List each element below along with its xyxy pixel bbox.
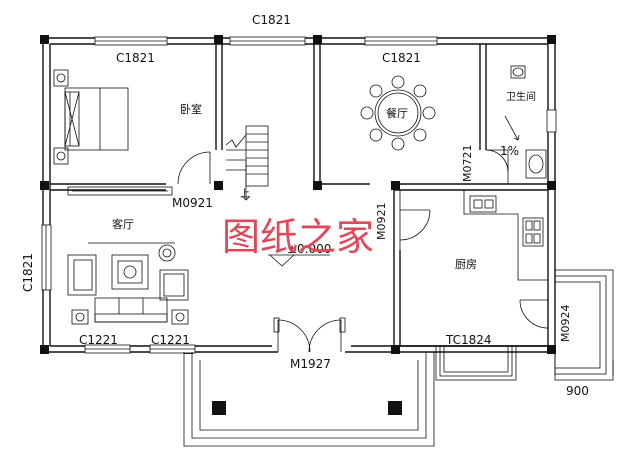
label-living: 客厅	[112, 217, 134, 231]
label-door-side: M0924	[559, 305, 572, 343]
interior-walls	[50, 44, 548, 347]
label-door-kitchen: M0921	[375, 203, 388, 241]
staircase	[225, 125, 269, 201]
label-slope: 1%	[500, 144, 519, 158]
columns	[40, 35, 556, 415]
label-main-door: M1927	[290, 357, 331, 371]
label-kitchen: 厨房	[455, 258, 477, 271]
front-porch	[183, 352, 435, 447]
living-furniture	[67, 186, 189, 325]
label-bedroom: 卧室	[180, 102, 202, 116]
bay-window	[435, 345, 517, 381]
kitchen-counter	[463, 190, 548, 281]
label-door-bath: M0721	[461, 145, 474, 183]
label-top-window: C1821	[252, 13, 291, 27]
label-stair-up: 上	[240, 188, 250, 200]
bed-furniture	[53, 69, 129, 165]
label-dim-900: 900	[566, 384, 589, 398]
level-marker	[268, 254, 330, 267]
watermark-text: 图纸之家	[222, 215, 374, 259]
label-left-window: C1821	[21, 253, 35, 292]
windows	[41, 36, 557, 354]
label-c1221-right: C1221	[151, 333, 190, 347]
label-level: ±0.000	[287, 242, 331, 256]
label-kitchen-window: TC1824	[445, 333, 492, 347]
bathroom-fixtures	[504, 65, 547, 179]
dining-table	[360, 75, 436, 151]
label-dining-window: C1821	[382, 51, 421, 65]
label-dining: 餐厅	[386, 106, 408, 120]
label-bedroom-window: C1821	[116, 51, 155, 65]
dimension-900	[554, 360, 614, 376]
label-door-bedroom: M0921	[172, 196, 213, 210]
side-porch	[554, 269, 614, 381]
doors	[177, 149, 549, 353]
label-c1221-left: C1221	[79, 333, 118, 347]
label-bathroom: 卫生间	[506, 90, 536, 103]
